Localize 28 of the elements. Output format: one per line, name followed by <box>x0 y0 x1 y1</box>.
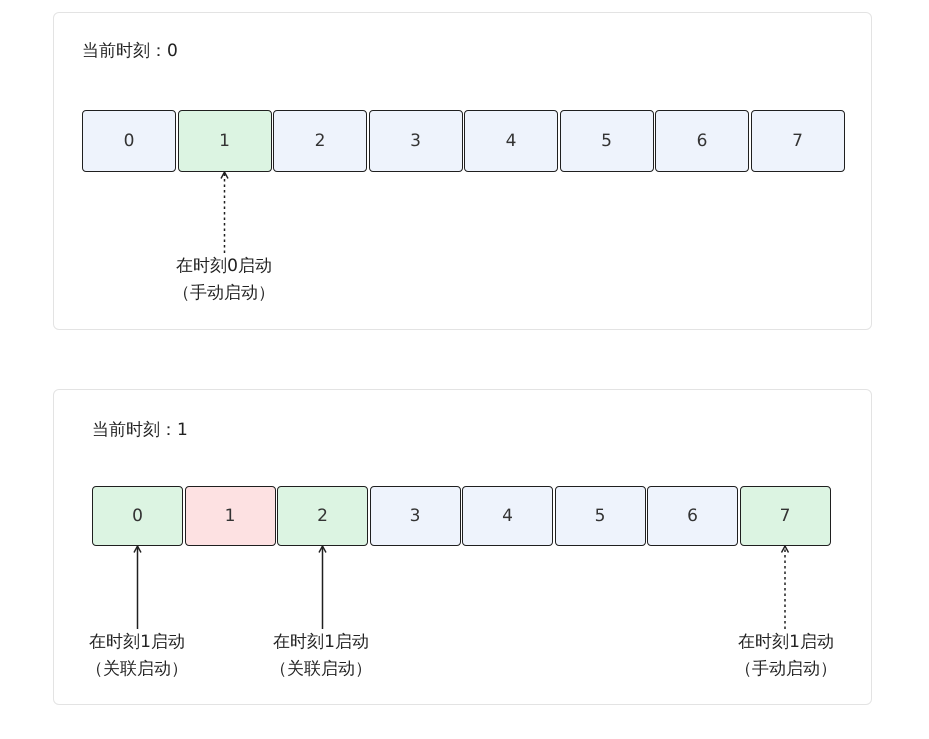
array-cell: 4 <box>464 110 558 172</box>
array-cell: 0 <box>82 110 176 172</box>
panel <box>53 389 872 705</box>
annotation-text: 在时刻0启动 （手动启动） <box>169 253 279 307</box>
array-cell: 5 <box>554 486 646 546</box>
array-cell: 7 <box>750 110 844 172</box>
dashed-arrow <box>780 545 790 629</box>
panel <box>53 12 872 330</box>
array-cell: 1 <box>184 486 276 546</box>
array-cell: 7 <box>740 486 830 546</box>
array-cell: 6 <box>647 486 738 546</box>
annotation-text: 在时刻1启动 （手动启动） <box>731 629 841 683</box>
panel-heading: 当前时刻：1 <box>92 419 188 442</box>
arrow <box>318 545 327 629</box>
array-cell: 5 <box>560 110 654 172</box>
annotation-text: 在时刻1启动 （关联启动） <box>266 629 376 683</box>
array-cell: 0 <box>92 486 183 546</box>
dashed-arrow <box>220 171 229 253</box>
array-cell: 3 <box>370 486 460 546</box>
annotation-text: 在时刻1启动 （关联启动） <box>82 629 192 683</box>
array-cell: 6 <box>655 110 749 172</box>
array-cell: 3 <box>368 110 462 172</box>
array-cell: 2 <box>273 110 367 172</box>
arrow <box>133 545 142 629</box>
array-cell: 4 <box>462 486 553 546</box>
array-cell: 2 <box>277 486 368 546</box>
array-cell: 1 <box>178 110 272 172</box>
panel-heading: 当前时刻：0 <box>82 40 178 63</box>
